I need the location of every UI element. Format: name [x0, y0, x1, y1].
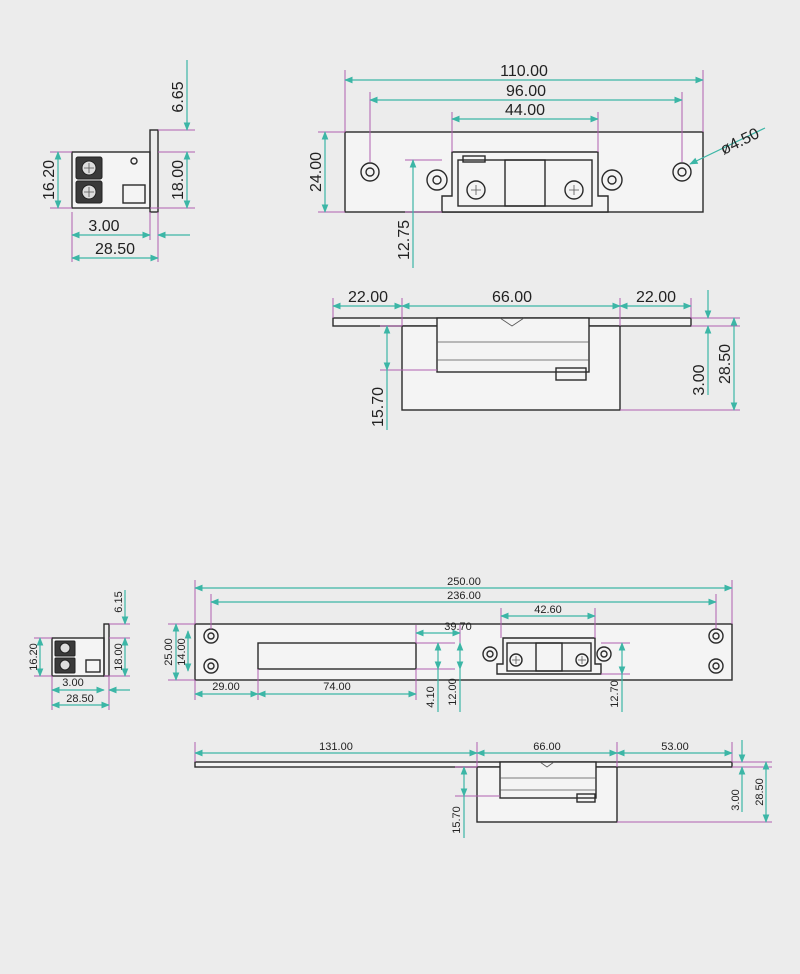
- dim-12-00: 12.00: [447, 678, 459, 706]
- dim-42-60: 42.60: [534, 604, 562, 616]
- dim-66-00: 66.00: [533, 741, 561, 753]
- long-side-view: 6.15 18.00 16.20 3.00 28.50: [28, 590, 130, 710]
- dim-3-00: 3.00: [730, 789, 742, 810]
- dim-hole-4-50: ø4.50: [718, 125, 762, 158]
- dim-53-00: 53.00: [661, 741, 689, 753]
- dim-22-00-right: 22.00: [636, 289, 676, 306]
- dim-18-00: 18.00: [170, 160, 187, 200]
- dim-28-50: 28.50: [66, 693, 94, 705]
- dim-236-00: 236.00: [447, 590, 481, 602]
- long-top-view: 131.00 66.00 53.00 15.70 3.00 28.50: [194, 740, 772, 838]
- dim-3-00: 3.00: [88, 218, 119, 235]
- dim-110-00: 110.00: [500, 63, 548, 80]
- dim-6-65: 6.65: [170, 81, 187, 112]
- dim-28-50: 28.50: [754, 778, 766, 806]
- dim-24-00: 24.00: [308, 152, 325, 192]
- dim-12-70: 12.70: [609, 680, 621, 708]
- dim-96-00: 96.00: [506, 83, 546, 100]
- dim-131-00: 131.00: [319, 741, 353, 753]
- short-side-view: 6.65 18.00 16.20 3.00 28.50: [41, 60, 195, 262]
- dim-29-00: 29.00: [212, 681, 240, 693]
- dim-4-10: 4.10: [425, 686, 437, 707]
- dim-14-00: 14.00: [176, 638, 188, 666]
- dim-3-00: 3.00: [62, 677, 83, 689]
- dim-22-00-left: 22.00: [348, 289, 388, 306]
- dim-16-20: 16.20: [41, 160, 58, 200]
- dim-66-00: 66.00: [492, 289, 532, 306]
- dim-28-50: 28.50: [95, 241, 135, 258]
- dim-16-20: 16.20: [28, 643, 40, 671]
- short-front-view: 110.00 96.00 44.00 24.00 ø4.50 12.75: [308, 63, 766, 268]
- dim-18-00: 18.00: [113, 643, 125, 671]
- long-front-view: 250.00 236.00 42.60 39.70 25.00 14.00 29…: [163, 576, 733, 712]
- dim-74-00: 74.00: [323, 681, 351, 693]
- short-top-view: 22.00 66.00 22.00 15.70 3.00 28.50: [332, 289, 740, 430]
- dim-3-00: 3.00: [691, 364, 708, 395]
- dim-6-15: 6.15: [113, 591, 125, 612]
- dim-44-00: 44.00: [505, 102, 545, 119]
- dim-28-50: 28.50: [717, 344, 734, 384]
- dim-15-70: 15.70: [451, 806, 463, 834]
- dim-250-00: 250.00: [447, 576, 481, 588]
- dim-39-70: 39.70: [444, 621, 472, 633]
- dim-12-75: 12.75: [396, 220, 413, 260]
- dim-15-70: 15.70: [370, 387, 387, 427]
- dim-25-00: 25.00: [163, 638, 175, 666]
